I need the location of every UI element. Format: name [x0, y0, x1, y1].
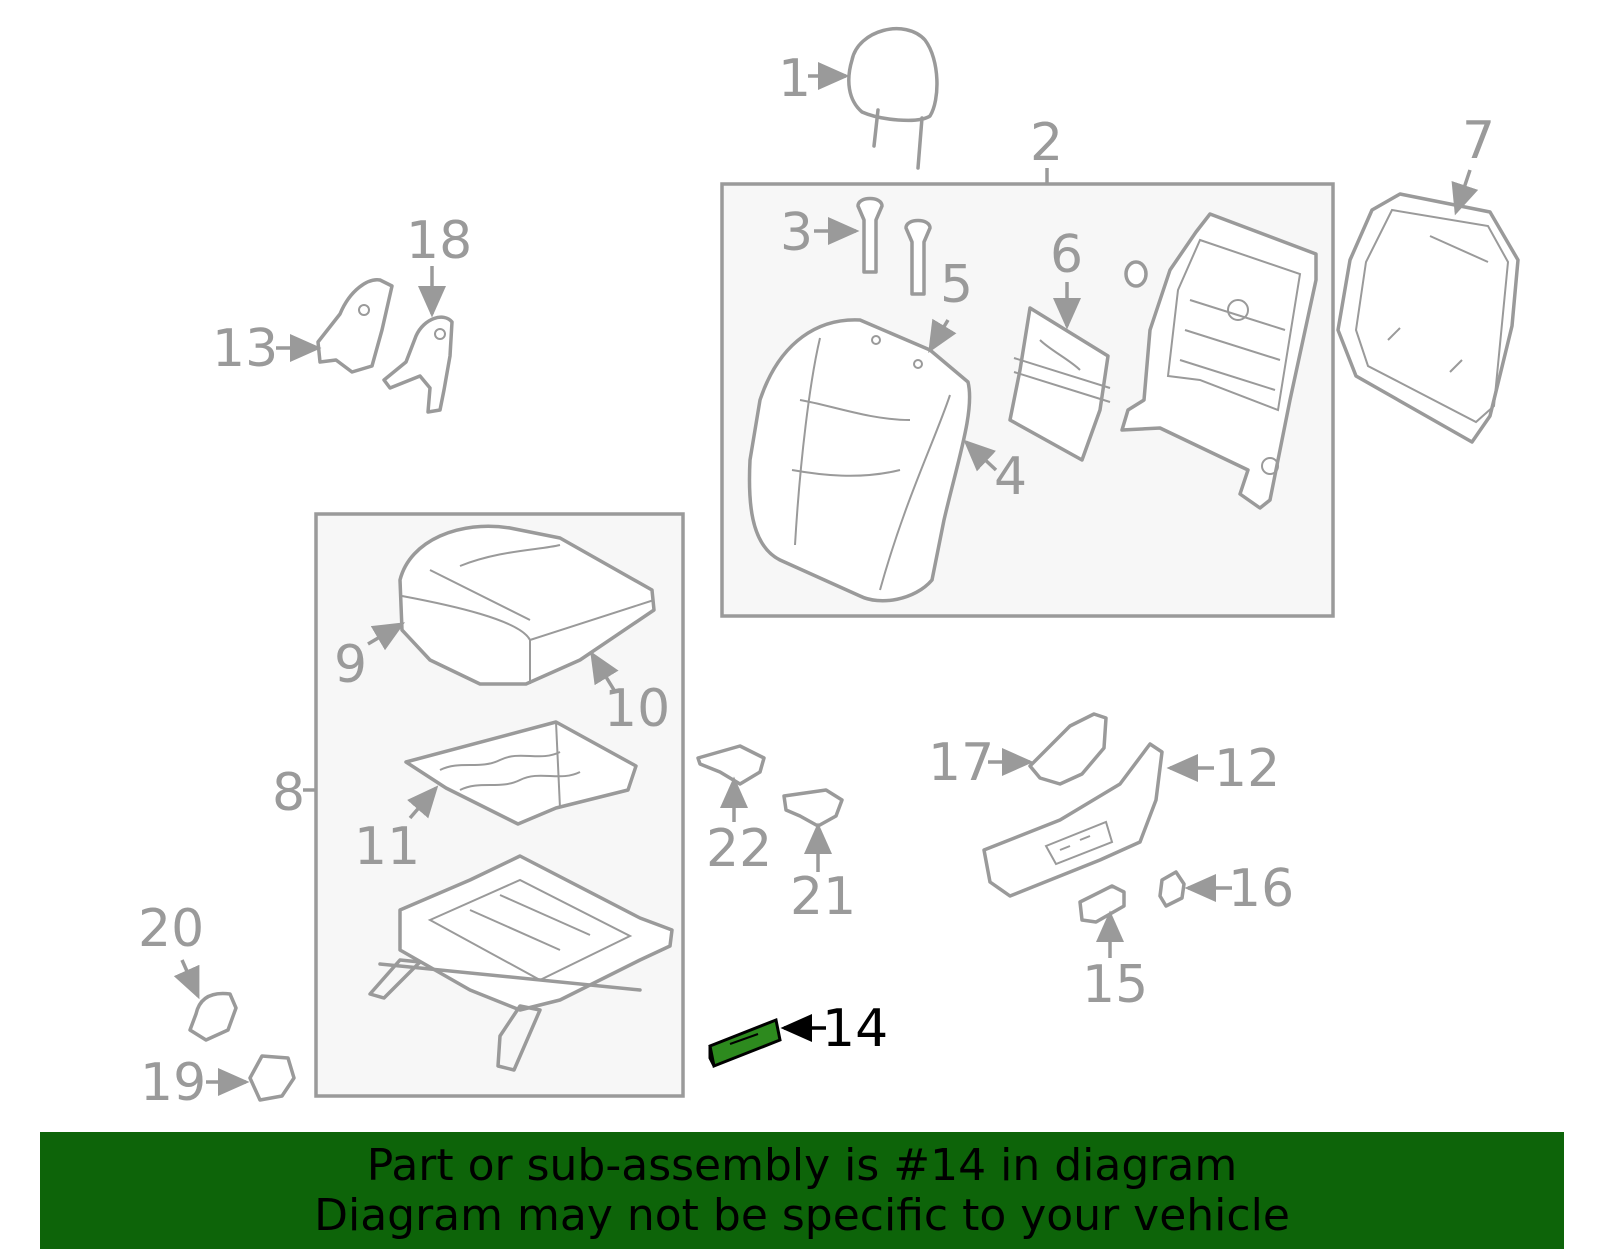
leader-9: [367, 622, 406, 651]
callout-6: 6: [1050, 225, 1083, 285]
side-shield-part[interactable]: [982, 742, 1164, 898]
cover-19-part[interactable]: [248, 1054, 296, 1102]
seat-switch-part-highlighted[interactable]: [708, 1017, 782, 1069]
headrest-part[interactable]: [847, 26, 939, 170]
grommet-part[interactable]: [1124, 260, 1148, 288]
callout-20: 20: [138, 899, 204, 959]
leader-10: [590, 651, 619, 691]
callout-19: 19: [140, 1053, 206, 1113]
leader-5: [928, 318, 957, 354]
seat-cushion-cover-part[interactable]: [398, 524, 656, 686]
callout-16: 16: [1228, 859, 1294, 919]
knob-16-part[interactable]: [1158, 870, 1186, 908]
leader-4: [963, 439, 998, 472]
banner-line-1: Part or sub-assembly is #14 in diagram: [366, 1139, 1238, 1191]
headrest-guide-part[interactable]: [856, 196, 932, 296]
callout-13: 13: [212, 319, 278, 379]
info-banner: Part or sub-assembly is #14 in diagram D…: [40, 1132, 1564, 1249]
leader-11: [407, 785, 439, 820]
seatback-panel-part[interactable]: [1336, 192, 1520, 444]
hinge-cover-part[interactable]: [316, 278, 394, 374]
callout-5: 5: [940, 255, 973, 315]
cushion-pad-part[interactable]: [404, 720, 638, 826]
seat-cushion-frame-part[interactable]: [368, 854, 674, 1072]
callout-10: 10: [604, 679, 670, 739]
hinge-cover-inner-part[interactable]: [382, 315, 454, 414]
callout-12: 12: [1214, 739, 1280, 799]
lumbar-support-part[interactable]: [1008, 306, 1111, 462]
callout-1: 1: [778, 49, 811, 109]
callout-22: 22: [706, 819, 772, 879]
callout-17: 17: [928, 733, 994, 793]
seatback-cover-part[interactable]: [747, 318, 972, 603]
callout-14: 14: [822, 999, 888, 1059]
callout-9: 9: [334, 635, 367, 695]
leader-7: [1451, 169, 1479, 216]
knob-17-part[interactable]: [1028, 712, 1108, 786]
callout-4: 4: [994, 447, 1027, 507]
banner-line-2: Diagram may not be specific to your vehi…: [314, 1189, 1290, 1241]
cover-20-part[interactable]: [188, 991, 238, 1042]
knob-15-part[interactable]: [1078, 884, 1126, 924]
callout-8: 8: [272, 763, 305, 823]
parts-diagram: 1 2 3 4 5 6 7 8 9 10 11 12 13 14 15 16 1…: [138, 26, 1520, 1113]
callout-7: 7: [1462, 111, 1495, 171]
leader-20: [173, 959, 200, 1000]
bracket-21-part[interactable]: [782, 788, 844, 828]
callout-18: 18: [406, 211, 472, 271]
callout-2: 2: [1030, 113, 1063, 173]
callout-15: 15: [1082, 955, 1148, 1015]
callout-3: 3: [780, 203, 813, 263]
callout-11: 11: [354, 817, 420, 877]
bracket-22-part[interactable]: [696, 744, 766, 786]
seatback-frame-part[interactable]: [1120, 212, 1318, 510]
callout-21: 21: [790, 867, 856, 927]
